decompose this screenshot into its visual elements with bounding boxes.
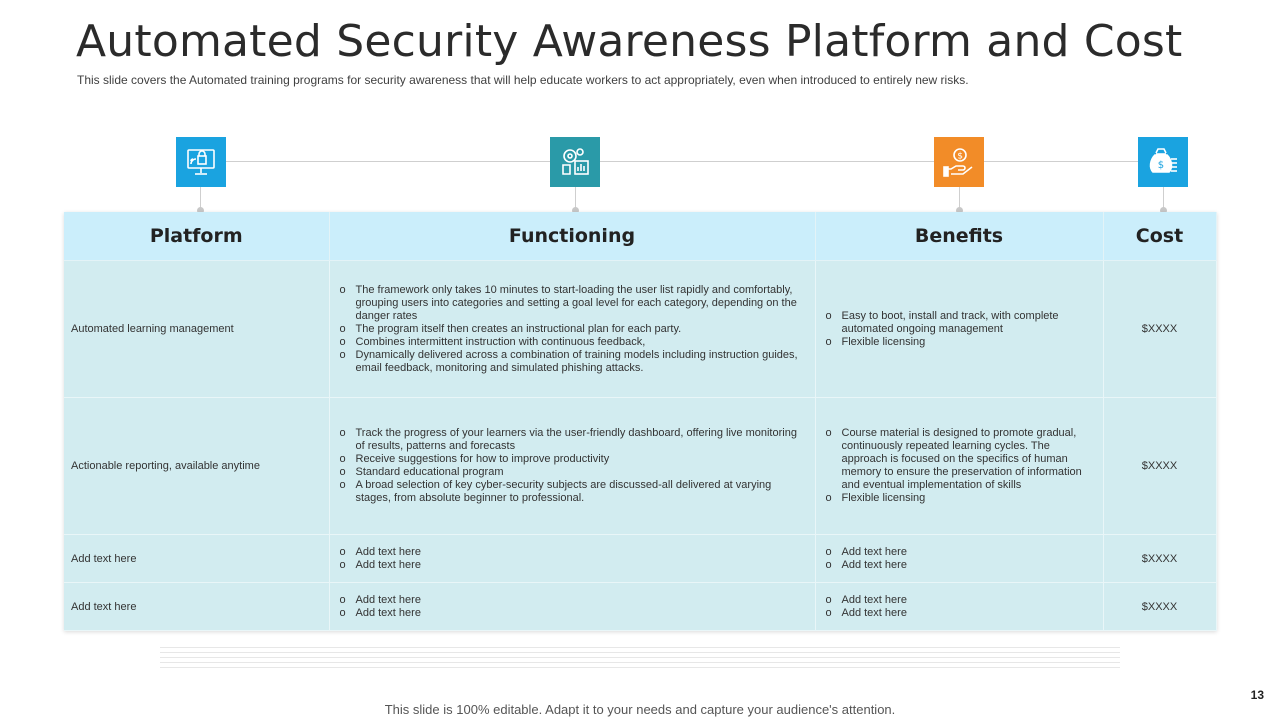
header-platform: Platform <box>64 212 330 261</box>
list-item: Add text here <box>340 607 802 620</box>
functioning-cell: Add text here Add text here <box>329 534 816 583</box>
benefits-list: Course material is designed to promote g… <box>817 427 1102 505</box>
header-cost: Cost <box>1103 212 1217 261</box>
platform-cell: Actionable reporting, available anytime <box>64 397 330 535</box>
list-item: Easy to boot, install and track, with co… <box>826 310 1090 336</box>
functioning-list: Track the progress of your learners via … <box>331 427 814 505</box>
platform-cell: Add text here <box>64 582 330 631</box>
cost-cell: $XXXX <box>1103 397 1217 535</box>
functioning-cell: Add text here Add text here <box>329 582 816 631</box>
benefits-cell: Course material is designed to promote g… <box>815 397 1104 535</box>
decorative-lines <box>160 647 1120 671</box>
list-item: The program itself then creates an instr… <box>340 323 802 336</box>
list-item: Add text here <box>826 546 1090 559</box>
list-item: Flexible licensing <box>826 492 1090 505</box>
platform-cell: Add text here <box>64 534 330 583</box>
table-row: Add text here Add text here Add text her… <box>64 582 1217 631</box>
list-item: Standard educational program <box>340 466 802 479</box>
table-header-row: Platform Functioning Benefits Cost <box>64 212 1217 261</box>
list-item: Add text here <box>340 546 802 559</box>
svg-text:$: $ <box>1158 160 1164 171</box>
header-benefits: Benefits <box>815 212 1104 261</box>
money-bag-icon: $ <box>1138 137 1188 187</box>
table-row: Actionable reporting, available anytime … <box>64 397 1217 535</box>
list-item: Add text here <box>340 559 802 572</box>
functioning-cell: The framework only takes 10 minutes to s… <box>329 260 816 398</box>
table-row: Automated learning management The framew… <box>64 260 1217 398</box>
list-item: Add text here <box>826 559 1090 572</box>
connector-dot <box>197 207 204 214</box>
list-item: Dynamically delivered across a combinati… <box>340 349 802 375</box>
connector-dot <box>956 207 963 214</box>
hand-coin-icon: $ <box>934 137 984 187</box>
functioning-list: Add text here Add text here <box>331 546 814 572</box>
connector-drop-line <box>959 186 960 212</box>
connector-drop-line <box>1163 186 1164 212</box>
header-functioning: Functioning <box>329 212 816 261</box>
footer-note: This slide is 100% editable. Adapt it to… <box>384 702 896 717</box>
functioning-cell: Track the progress of your learners via … <box>329 397 816 535</box>
functioning-list: The framework only takes 10 minutes to s… <box>331 284 814 375</box>
list-item: Flexible licensing <box>826 336 1090 349</box>
list-item: Course material is designed to promote g… <box>826 427 1090 492</box>
connector-drop-line <box>200 186 201 212</box>
list-item: Combines intermittent instruction with c… <box>340 336 802 349</box>
list-item: Track the progress of your learners via … <box>340 427 802 453</box>
benefits-cell: Add text here Add text here <box>815 582 1104 631</box>
benefits-list: Easy to boot, install and track, with co… <box>817 310 1102 349</box>
list-item: Add text here <box>826 594 1090 607</box>
cost-cell: $XXXX <box>1103 582 1217 631</box>
table-row: Add text here Add text here Add text her… <box>64 534 1217 583</box>
settings-chart-icon <box>550 137 600 187</box>
benefits-cell: Add text here Add text here <box>815 534 1104 583</box>
cost-cell: $XXXX <box>1103 534 1217 583</box>
computer-monitor-icon <box>176 137 226 187</box>
svg-text:$: $ <box>957 152 963 162</box>
list-item: The framework only takes 10 minutes to s… <box>340 284 802 323</box>
benefits-list: Add text here Add text here <box>817 546 1102 572</box>
icon-connector-line <box>200 161 1163 162</box>
platform-cost-table: Platform Functioning Benefits Cost Autom… <box>64 212 1217 631</box>
list-item: Receive suggestions for how to improve p… <box>340 453 802 466</box>
connector-drop-line <box>575 186 576 212</box>
cost-cell: $XXXX <box>1103 260 1217 398</box>
list-item: A broad selection of key cyber-security … <box>340 479 802 505</box>
functioning-list: Add text here Add text here <box>331 594 814 620</box>
connector-dot <box>1160 207 1167 214</box>
slide-subtitle: This slide covers the Automated training… <box>77 73 969 87</box>
list-item: Add text here <box>826 607 1090 620</box>
list-item: Add text here <box>340 594 802 607</box>
connector-dot <box>572 207 579 214</box>
benefits-list: Add text here Add text here <box>817 594 1102 620</box>
benefits-cell: Easy to boot, install and track, with co… <box>815 260 1104 398</box>
page-number: 13 <box>1250 688 1264 702</box>
slide-title: Automated Security Awareness Platform an… <box>76 16 1183 67</box>
platform-cell: Automated learning management <box>64 260 330 398</box>
